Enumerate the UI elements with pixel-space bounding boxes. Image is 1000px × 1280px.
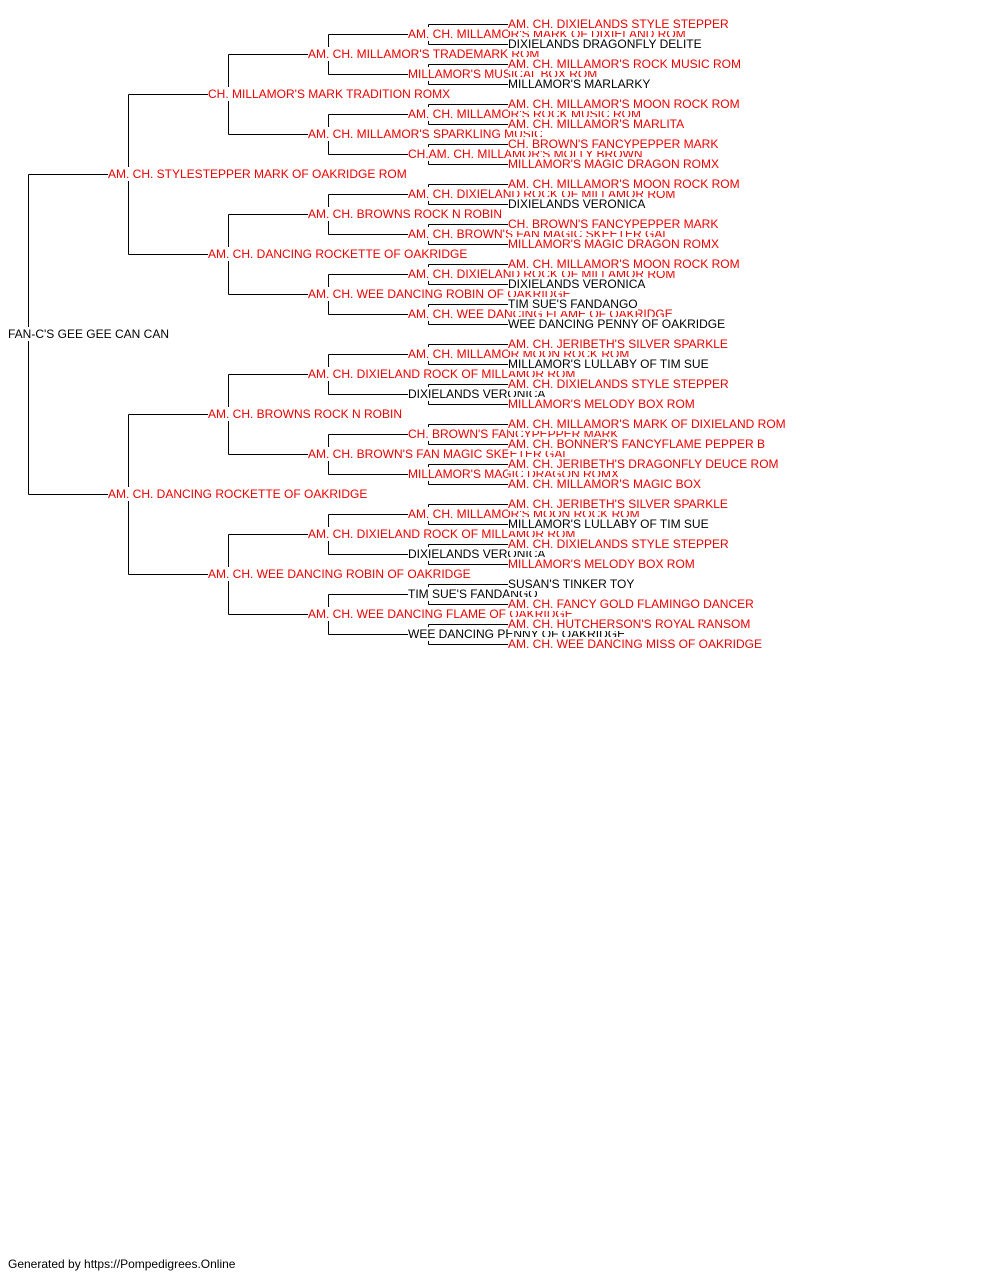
pedigree-node-pedigree.dam.dam.dam.sire.name[interactable]: TIM SUE'S FANDANGO bbox=[408, 587, 538, 601]
pedigree-node-pedigree.dam.sire.sire.sire.sire.name[interactable]: AM. CH. JERIBETH'S SILVER SPARKLE bbox=[508, 337, 728, 351]
pedigree-node-pedigree.sire.sire.sire.sire.sire.name[interactable]: AM. CH. DIXIELANDS STYLE STEPPER bbox=[508, 17, 729, 31]
pedigree-node-pedigree.dam.sire.dam.name[interactable]: AM. CH. BROWN'S FAN MAGIC SKEETER GAL bbox=[308, 447, 569, 461]
pedigree-node-pedigree.dam.dam.dam.sire.sire.name[interactable]: SUSAN'S TINKER TOY bbox=[508, 577, 635, 591]
pedigree-node-pedigree.sire.sire.sire.dam.sire.name[interactable]: AM. CH. MILLAMOR'S ROCK MUSIC ROM bbox=[508, 57, 741, 71]
pedigree-node-pedigree.dam.dam.dam.name[interactable]: AM. CH. WEE DANCING FLAME OF OAKRIDGE bbox=[308, 607, 573, 621]
pedigree-node-pedigree.dam.sire.dam.sire.sire.name[interactable]: AM. CH. MILLAMOR'S MARK OF DIXIELAND ROM bbox=[508, 417, 786, 431]
generated-by-footer: Generated by https://Pompedigrees.Online bbox=[8, 1257, 236, 1271]
pedigree-node-pedigree.sire.dam.sire.sire.dam.name[interactable]: DIXIELANDS VERONICA bbox=[508, 197, 646, 211]
pedigree-node-pedigree.sire.sire.dam.name[interactable]: AM. CH. MILLAMOR'S SPARKLING MUSIC bbox=[308, 127, 543, 141]
pedigree-node-pedigree.dam.dam.sire.sire.dam.name[interactable]: MILLAMOR'S LULLABY OF TIM SUE bbox=[508, 517, 709, 531]
pedigree-node-pedigree.name[interactable]: FAN-C'S GEE GEE CAN CAN bbox=[8, 327, 169, 341]
pedigree-node-pedigree.dam.dam.dam.dam.sire.name[interactable]: AM. CH. HUTCHERSON'S ROYAL RANSOM bbox=[508, 617, 751, 631]
pedigree-node-pedigree.dam.dam.name[interactable]: AM. CH. WEE DANCING ROBIN OF OAKRIDGE bbox=[208, 567, 471, 581]
pedigree-node-pedigree.dam.sire.name[interactable]: AM. CH. BROWNS ROCK N ROBIN bbox=[208, 407, 403, 421]
pedigree-node-pedigree.dam.name[interactable]: AM. CH. DANCING ROCKETTE OF OAKRIDGE bbox=[108, 487, 368, 501]
pedigree-node-pedigree.dam.dam.dam.dam.dam.name[interactable]: AM. CH. WEE DANCING MISS OF OAKRIDGE bbox=[508, 637, 763, 651]
pedigree-node-pedigree.sire.sire.name[interactable]: CH. MILLAMOR'S MARK TRADITION ROMX bbox=[208, 87, 451, 101]
pedigree-node-pedigree.dam.dam.sire.dam.sire.name[interactable]: AM. CH. DIXIELANDS STYLE STEPPER bbox=[508, 537, 729, 551]
pedigree-node-pedigree.dam.sire.sire.dam.sire.name[interactable]: AM. CH. DIXIELANDS STYLE STEPPER bbox=[508, 377, 729, 391]
pedigree-node-pedigree.dam.dam.dam.sire.dam.name[interactable]: AM. CH. FANCY GOLD FLAMINGO DANCER bbox=[508, 597, 754, 611]
pedigree-node-pedigree.sire.dam.dam.name[interactable]: AM. CH. WEE DANCING ROBIN OF OAKRIDGE bbox=[308, 287, 571, 301]
pedigree-node-pedigree.sire.sire.sire.name[interactable]: AM. CH. MILLAMOR'S TRADEMARK ROM bbox=[308, 47, 540, 61]
pedigree-node-pedigree.sire.sire.dam.dam.sire.name[interactable]: CH. BROWN'S FANCYPEPPER MARK bbox=[508, 137, 719, 151]
pedigree-node-pedigree.sire.sire.dam.sire.sire.name[interactable]: AM. CH. MILLAMOR'S MOON ROCK ROM bbox=[508, 97, 740, 111]
pedigree-node-pedigree.dam.sire.dam.dam.dam.name[interactable]: AM. CH. MILLAMOR'S MAGIC BOX bbox=[508, 477, 701, 491]
pedigree-node-pedigree.sire.sire.sire.dam.dam.name[interactable]: MILLAMOR'S MARLARKY bbox=[508, 77, 651, 91]
pedigree-node-pedigree.dam.sire.sire.sire.dam.name[interactable]: MILLAMOR'S LULLABY OF TIM SUE bbox=[508, 357, 709, 371]
pedigree-node-pedigree.sire.dam.sire.dam.dam.name[interactable]: MILLAMOR'S MAGIC DRAGON ROMX bbox=[508, 237, 719, 251]
pedigree-node-pedigree.sire.dam.dam.sire.dam.name[interactable]: DIXIELANDS VERONICA bbox=[508, 277, 646, 291]
pedigree-node-pedigree.sire.sire.dam.sire.dam.name[interactable]: AM. CH. MILLAMOR'S MARLITA bbox=[508, 117, 685, 131]
pedigree-node-pedigree.dam.dam.sire.dam.dam.name[interactable]: MILLAMOR'S MELODY BOX ROM bbox=[508, 557, 695, 571]
pedigree-node-pedigree.sire.dam.dam.dam.dam.name[interactable]: WEE DANCING PENNY OF OAKRIDGE bbox=[508, 317, 726, 331]
pedigree-node-pedigree.dam.sire.dam.dam.sire.name[interactable]: AM. CH. JERIBETH'S DRAGONFLY DEUCE ROM bbox=[508, 457, 779, 471]
pedigree-node-pedigree.dam.sire.dam.sire.dam.name[interactable]: AM. CH. BONNER'S FANCYFLAME PEPPER B bbox=[508, 437, 766, 451]
pedigree-node-pedigree.sire.sire.sire.sire.dam.name[interactable]: DIXIELANDS DRAGONFLY DELITE bbox=[508, 37, 702, 51]
pedigree-node-pedigree.sire.dam.dam.sire.sire.name[interactable]: AM. CH. MILLAMOR'S MOON ROCK ROM bbox=[508, 257, 740, 271]
pedigree-node-pedigree.sire.dam.sire.sire.sire.name[interactable]: AM. CH. MILLAMOR'S MOON ROCK ROM bbox=[508, 177, 740, 191]
pedigree-node-pedigree.sire.sire.dam.dam.dam.name[interactable]: MILLAMOR'S MAGIC DRAGON ROMX bbox=[508, 157, 719, 171]
pedigree-node-pedigree.sire.name[interactable]: AM. CH. STYLESTEPPER MARK OF OAKRIDGE RO… bbox=[108, 167, 407, 181]
pedigree-node-pedigree.sire.dam.name[interactable]: AM. CH. DANCING ROCKETTE OF OAKRIDGE bbox=[208, 247, 468, 261]
pedigree-node-pedigree.sire.dam.dam.dam.sire.name[interactable]: TIM SUE'S FANDANGO bbox=[508, 297, 638, 311]
pedigree-node-pedigree.dam.sire.sire.dam.dam.name[interactable]: MILLAMOR'S MELODY BOX ROM bbox=[508, 397, 695, 411]
pedigree-node-pedigree.sire.dam.sire.name[interactable]: AM. CH. BROWNS ROCK N ROBIN bbox=[308, 207, 503, 221]
pedigree-node-pedigree.sire.dam.sire.dam.sire.name[interactable]: CH. BROWN'S FANCYPEPPER MARK bbox=[508, 217, 719, 231]
pedigree-node-pedigree.dam.dam.sire.sire.sire.name[interactable]: AM. CH. JERIBETH'S SILVER SPARKLE bbox=[508, 497, 728, 511]
